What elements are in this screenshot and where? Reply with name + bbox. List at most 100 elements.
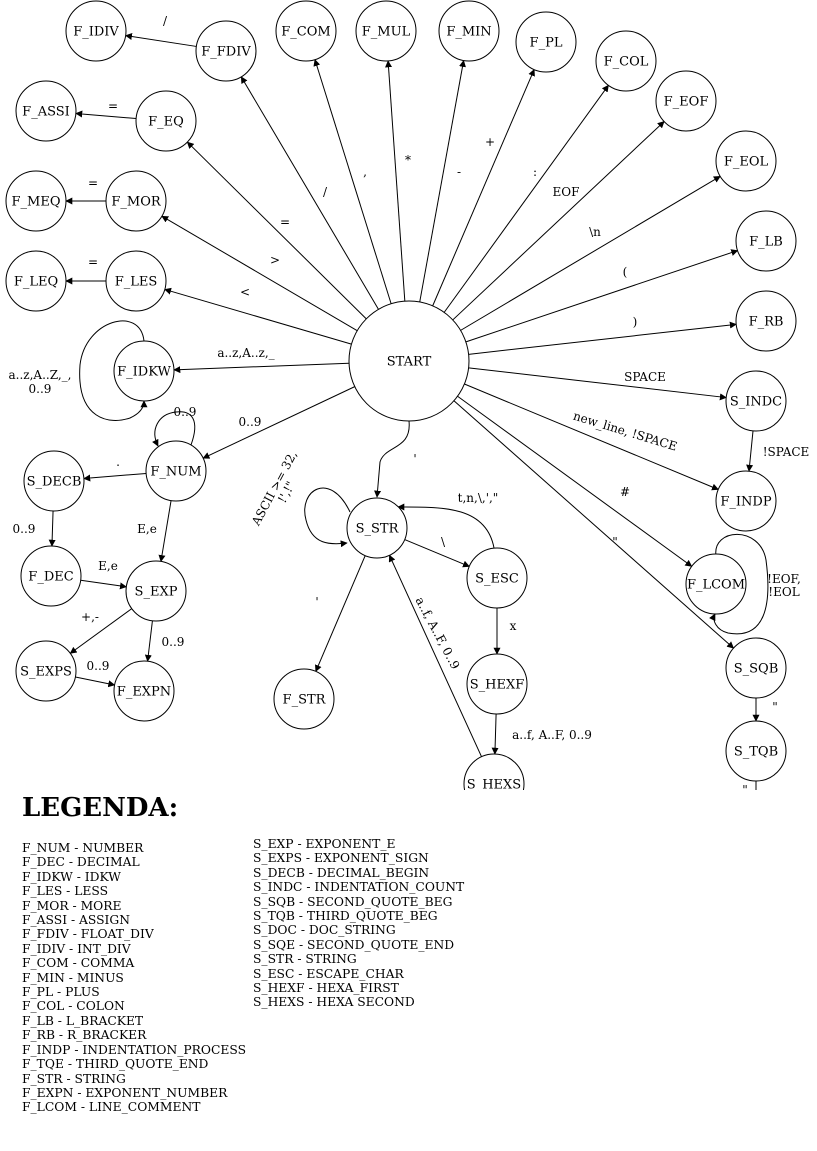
state-f-lb: F_LB (735, 210, 797, 272)
state-label: F_ASSI (22, 105, 70, 120)
legend-right-item: S_EXPS - EXPONENT_SIGN (253, 851, 429, 866)
edge-label-start-indp: new_line, !SPACE (572, 409, 679, 454)
state-f-col: F_COL (595, 30, 657, 92)
edge-s-exp-to-s-exps (69, 608, 133, 654)
state-f-les: F_LES (105, 250, 167, 312)
state-f-lcom: F_LCOM (685, 553, 747, 615)
state-circle (685, 553, 747, 615)
edge-label-start-fdiv: / (323, 185, 328, 199)
edge-f-num-to-s-decb (83, 472, 147, 482)
legend-right-item: S_STR - STRING (253, 952, 357, 967)
state-label: F_EOL (724, 155, 769, 170)
edge-f-eq-to-f-assi (75, 110, 137, 120)
edge-s-decb-to-f-dec (48, 510, 56, 547)
state-circle (275, 0, 337, 62)
state-f-dec: F_DEC (20, 545, 82, 607)
edge-label-lcom-loop-1: !EOF, (767, 572, 801, 586)
edge-label-str-fstr: ' (315, 595, 318, 609)
state-circle (135, 90, 197, 152)
state-label: F_IDIV (73, 25, 119, 40)
state-f-eq: F_EQ (135, 90, 197, 152)
state-circle (735, 290, 797, 352)
legend-right-item: S_HEXS - HEXA SECOND (253, 995, 415, 1010)
legend-left-item: F_MOR - MORE (22, 898, 122, 913)
edge-label-num-decb: . (116, 455, 120, 469)
legend-right-item: S_DECB - DECIMAL_BEGIN (253, 865, 430, 880)
edge-label-les-leq: = (88, 255, 98, 269)
state-f-pl: F_PL (515, 11, 577, 73)
state-label: F_STR (283, 693, 327, 708)
edge-s-exp-to-f-expn (144, 620, 153, 662)
legend-right-item: S_HEXF - HEXA_FIRST (253, 981, 399, 996)
state-circle (725, 720, 787, 782)
legend-left-item: F_FDIV - FLOAT_DIV (22, 927, 154, 942)
edge-label-start-mul: * (405, 153, 411, 167)
state-f-idiv: F_IDIV (65, 0, 127, 62)
state-circle (5, 250, 67, 312)
state-label: F_COM (281, 25, 330, 40)
edge-label-fdiv-idiv: / (163, 14, 168, 28)
edge-label-decb-dec: 0..9 (13, 522, 36, 536)
state-s-exps: S_EXPS (15, 640, 77, 702)
edge-start-to-f-idkw (173, 362, 350, 374)
legend-left-item: F_COL - COLON (22, 999, 125, 1014)
legend-left-item: F_COM - COMMA (22, 956, 135, 971)
edge-label-tqb-doc: " (742, 783, 748, 790)
edge-s-hexf-to-s-hexs (491, 713, 499, 755)
edge-s-hexs-to-s-str (388, 554, 482, 757)
legend-left-item: F_RB - R_BRACKER (22, 1028, 147, 1043)
state-s-tqb: S_TQB (725, 720, 787, 782)
state-label: START (387, 355, 432, 370)
state-f-idkw: F_IDKW (113, 340, 175, 402)
state-circle (65, 0, 127, 62)
state-label: F_LCOM (687, 578, 745, 593)
state-circle (463, 753, 525, 790)
edge-start-to-s-sqb (453, 400, 735, 649)
state-s-str: S_STR (346, 497, 408, 559)
edge-label-start-eq: = (280, 215, 290, 229)
state-label: F_MEQ (12, 195, 61, 210)
edge-label-start-pl: + (485, 135, 495, 149)
legend-left-item: F_LCOM - LINE_COMMENT (22, 1100, 201, 1115)
edge-label-esc-str: t,n,\,'," (458, 491, 499, 505)
state-f-mor: F_MOR (105, 170, 167, 232)
legend-right-item: S_ESC - ESCAPE_CHAR (253, 966, 404, 981)
edge-start-to-f-num (202, 386, 355, 459)
edge-start-to-f-pl (432, 68, 535, 307)
edges (48, 33, 769, 790)
legend-right-item: S_SQE - SECOND_QUOTE_END (253, 937, 455, 952)
state-label: F_LB (749, 235, 783, 250)
edge-f-fdiv-to-f-idiv (124, 33, 197, 47)
edge-label-exps-expn: 0..9 (87, 659, 110, 673)
edge-label-start-sqb: " (612, 535, 618, 549)
state-f-eol: F_EOL (715, 130, 777, 192)
state-start: START (348, 300, 470, 422)
state-circle (125, 560, 187, 622)
legend-left-item: F_INDP - INDENTATION_PROCESS (22, 1042, 247, 1057)
state-label: F_LES (115, 275, 158, 290)
state-circle (105, 250, 167, 312)
state-circle (355, 0, 417, 62)
edge-label-exp-expn: 0..9 (162, 635, 185, 649)
state-f-mul: F_MUL (355, 0, 417, 62)
state-s-decb: S_DECB (23, 450, 85, 512)
state-circle (113, 340, 175, 402)
edge-s-indc-to-f-indp (746, 430, 754, 472)
edge-f-num-to-s-exp (158, 500, 172, 563)
state-label: S_HEXS (467, 778, 521, 791)
legend-left-item: F_IDKW - IDKW (22, 869, 121, 884)
state-label: F_FDIV (201, 45, 251, 60)
legend-left-item: F_MIN - MINUS (22, 970, 124, 985)
state-circle (348, 300, 470, 422)
state-f-eof: F_EOF (655, 70, 717, 132)
edge-start-to-f-mor (161, 215, 358, 332)
state-s-hexf: S_HEXF (466, 653, 528, 715)
edge-s-str-to-f-str (315, 555, 366, 673)
edge-start-to-f-eol (460, 175, 721, 331)
state-label: F_PL (530, 36, 563, 51)
state-label: F_EQ (148, 115, 184, 130)
state-s-hexs: S_HEXS (463, 753, 525, 791)
state-s-indc: S_INDC (725, 370, 787, 432)
